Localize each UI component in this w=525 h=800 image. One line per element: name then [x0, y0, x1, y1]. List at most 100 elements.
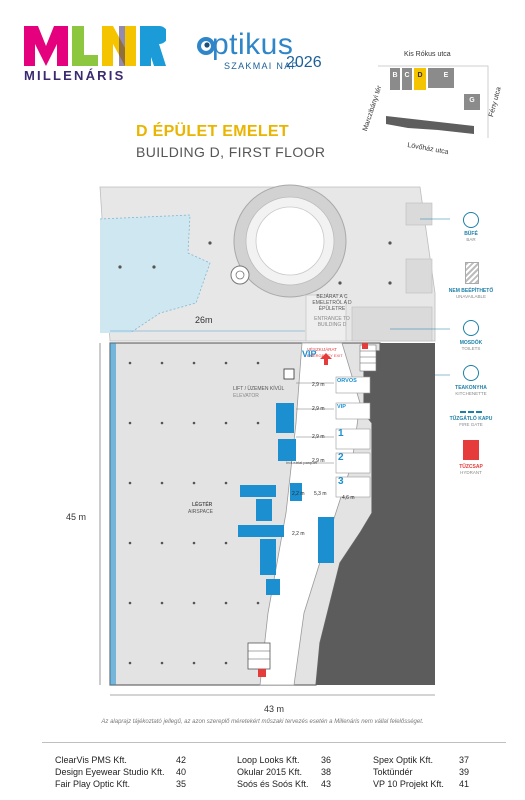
dim-d4: 2,9 m — [312, 458, 325, 464]
dim-d8: 4,6 m — [342, 495, 355, 501]
dim-d6: 5,3 m — [314, 491, 327, 497]
dim-d5: 2,2 m — [292, 491, 305, 497]
room-2 — [335, 452, 371, 474]
vip-room-label: VIP — [337, 404, 346, 410]
toilets-icon — [463, 320, 479, 336]
block-d-label: D — [417, 72, 423, 79]
exhibitor-number: 38 — [320, 767, 331, 777]
vip-area-label: VIP — [302, 349, 317, 359]
emergency-exit-arrow — [320, 353, 332, 365]
entrance-label-en: ENTRANCE TO BUILDING D — [314, 316, 350, 328]
legend-kitchenette-label: TEAKONYHA — [455, 385, 487, 391]
booth-stand — [256, 499, 272, 521]
dim-d2: 2,9 m — [312, 406, 325, 412]
booth-stand — [240, 485, 276, 497]
block-d — [414, 68, 426, 90]
fire-gate-icon — [460, 411, 482, 413]
exhibitor-number: 41 — [458, 779, 469, 789]
emergency-exit-label-en: EMERGENCY EXIT — [307, 353, 343, 358]
exhibitor-number: 42 — [175, 755, 186, 765]
optikus-year: 2026 — [286, 54, 322, 71]
bar-icon — [463, 212, 479, 228]
glass-atrium — [100, 215, 210, 333]
exhibitor-name: Okular 2015 Kft. — [237, 767, 303, 777]
emergency-exit-label: VÉSZKIJÁRAT — [307, 347, 337, 352]
airspace-label-en: AIRSPACE — [188, 509, 213, 515]
exhibitor-number: 43 — [320, 779, 331, 789]
legend-toilets-sub: TOILETS — [461, 346, 481, 351]
kitchenette-icon — [463, 365, 479, 381]
legend-bar-label: BÜFÉ — [464, 231, 478, 237]
entrance-corridor — [305, 294, 347, 342]
block-b-label: B — [392, 72, 398, 79]
street-kis-rokus: Kis Rókus utca — [404, 51, 451, 58]
exhibitor-number: 39 — [458, 767, 469, 777]
room-vip — [335, 402, 371, 420]
exhibitor-number: 40 — [175, 767, 186, 777]
booth-stand — [238, 525, 284, 537]
exhibitor-name: Loop Looks Kft. — [237, 755, 300, 765]
page-title: D ÉPÜLET EMELET — [136, 123, 289, 140]
corridor-label: Industrial parquet — [286, 460, 317, 465]
block-c-label: C — [404, 72, 410, 79]
optikus-logo-text: ptikus — [212, 28, 294, 61]
exhibitor-name: ClearVis PMS Kft. — [55, 755, 127, 765]
legend-unavailable-label: NEM BEÉPÍTHETŐ — [448, 288, 494, 294]
disclaimer-text: Az alaprajz tájékoztató jellegű, az azon… — [101, 719, 424, 725]
exhibitor-name: VP 10 Projekt Kft. — [373, 779, 444, 789]
dim-top-width: 26m — [195, 315, 213, 325]
orvos-label: ORVOS — [337, 378, 357, 384]
room-2-label: 2 — [338, 452, 344, 463]
room-orvos — [335, 376, 371, 394]
hydrant-marker — [362, 343, 368, 349]
floor-plan — [99, 184, 450, 696]
legend-hydrant-label: TŰZCSAP — [459, 464, 483, 470]
room-1 — [335, 428, 371, 450]
booth-stand — [276, 403, 294, 433]
room-3-label: 3 — [338, 476, 344, 487]
block-c — [402, 68, 412, 90]
column-grid — [118, 241, 392, 665]
booth-stand — [266, 579, 280, 595]
exhibitor-number: 35 — [175, 779, 186, 789]
block-g-label: G — [469, 97, 475, 104]
legend-fire-gate-sub: FIRE GATE — [459, 422, 483, 427]
hydrant-marker — [258, 669, 266, 677]
exhibitor-name: Fair Play Optic Kft. — [55, 779, 131, 789]
dim-height: 45 m — [66, 512, 87, 522]
optikus-eye-icon — [197, 37, 215, 55]
millenaris-logo-mark — [24, 26, 166, 66]
legend-fire-gate-label: TŰZGÁTLÓ KAPU — [449, 416, 493, 422]
legend-kitchenette-sub: KITCHENETTE — [455, 391, 487, 396]
spiral-stair — [230, 265, 250, 285]
block-b — [390, 68, 400, 90]
block-e — [428, 68, 454, 88]
room-1-label: 1 — [338, 428, 344, 439]
booth-stand — [290, 483, 302, 501]
dim-d3: 2,9 m — [312, 434, 325, 440]
dim-d7: 2,2 m — [292, 531, 305, 537]
unavailable-icon — [465, 262, 479, 284]
exhibitor-number: 36 — [320, 755, 331, 765]
millenaris-brand-text: MILLENÁRIS — [24, 68, 126, 83]
street-lovohaz: Lövőház utca — [406, 142, 450, 157]
block-g — [464, 94, 480, 110]
airspace-label: LÉGTÉR — [192, 502, 213, 508]
exhibitor-name: Toktündér — [373, 767, 413, 777]
unavailable-area — [316, 343, 435, 685]
lift-box — [283, 368, 295, 380]
page-subtitle: BUILDING D, FIRST FLOOR — [136, 144, 326, 160]
hydrant-icon — [463, 440, 479, 460]
site-locator-map — [378, 65, 489, 138]
booth-stand — [260, 539, 276, 575]
building-strip — [386, 116, 474, 134]
block-e-label: E — [443, 72, 449, 79]
lift-label: LIFT / ÜZEMEN KÍVÜL — [233, 386, 285, 392]
divider — [42, 742, 506, 743]
dim-bottom-width: 43 m — [264, 704, 285, 714]
exhibitor-number: 37 — [458, 755, 469, 765]
legend-bar-sub: BAR — [466, 237, 476, 242]
legend-hydrant-sub: HYDRANT — [460, 470, 482, 475]
entrance-label-hu: BEJÁRAT A C EMELETRŐL A D ÉPÜLETRE — [312, 294, 352, 312]
optikus-subtitle: SZAKMAI NAP — [224, 61, 299, 71]
